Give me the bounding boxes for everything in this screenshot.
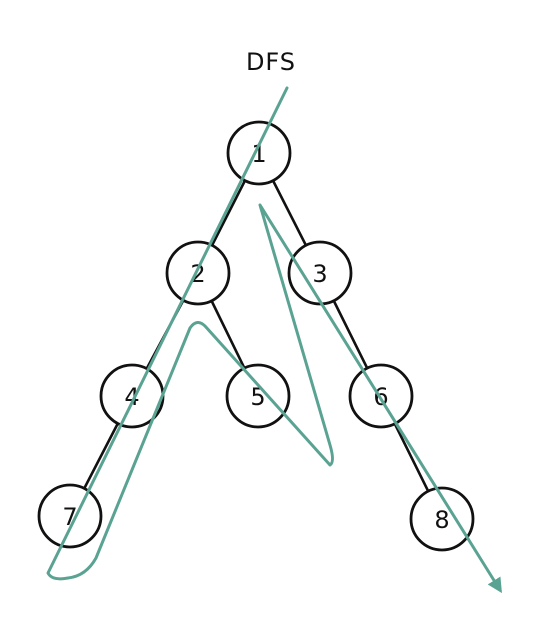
node-circle [165,240,231,306]
node-circle [225,363,291,429]
node-circle [348,363,414,429]
tree-node-8: 8 [409,486,475,552]
node-label: 1 [251,140,266,168]
tree-node-2: 2 [165,240,231,306]
node-label: 3 [312,260,327,288]
tree-node-3: 3 [287,240,353,306]
tree-edges [68,151,444,521]
node-circle [37,483,103,549]
node-label: 5 [250,383,265,411]
tree-nodes: 1 2 3 4 5 6 7 8 [37,120,475,552]
tree-node-4: 4 [99,363,165,429]
node-label: 2 [190,260,205,288]
dfs-traversal-path [46,86,502,594]
node-circle [409,486,475,552]
node-label: 7 [62,503,77,531]
diagram-title: DFS [246,48,296,76]
node-circle [226,120,292,186]
tree-node-7: 7 [37,483,103,549]
node-label: 4 [124,383,139,411]
tree-node-1: 1 [226,120,292,186]
node-label: 8 [434,506,449,534]
tree-node-6: 6 [348,363,414,429]
tree-node-5: 5 [225,363,291,429]
